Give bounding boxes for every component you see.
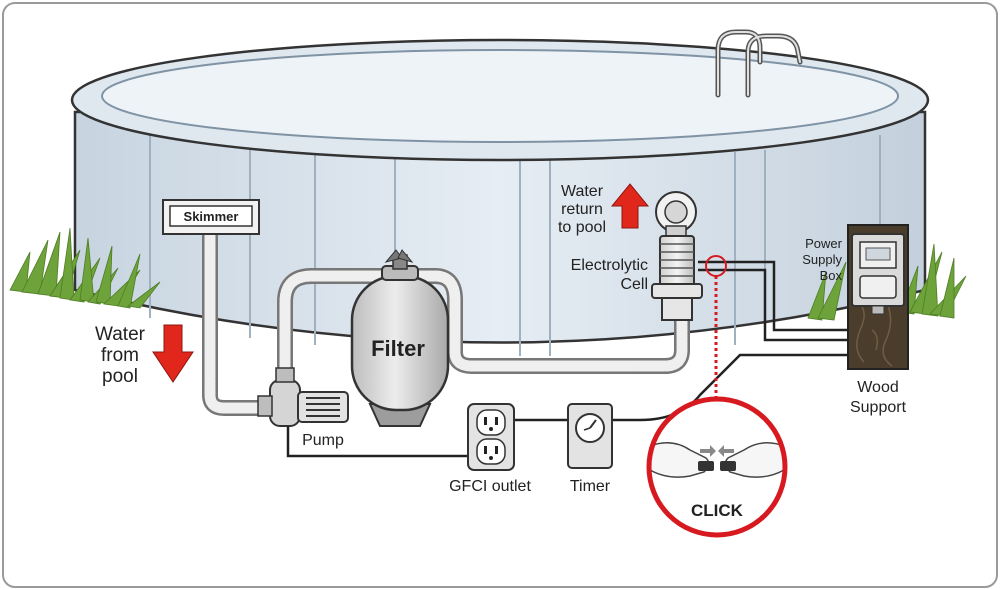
wood-support-line1: Wood	[857, 379, 899, 396]
timer-label: Timer	[570, 478, 611, 495]
timer: Timer	[567, 403, 613, 495]
water-return-line1: Water	[561, 183, 604, 200]
water-from-pool-line3: pool	[102, 366, 138, 387]
power-supply-line1: Power	[805, 236, 843, 251]
power-supply-box: Power Supply Box	[802, 233, 905, 315]
down-arrow-icon	[152, 324, 194, 383]
click-callout: CLICK	[646, 396, 788, 538]
water-from-pool-line2: from	[101, 345, 139, 366]
water-return-label: Water return to pool	[558, 183, 606, 236]
pump: Pump	[257, 367, 349, 449]
electrolytic-cell-line2: Cell	[620, 276, 648, 293]
water-return-line3: to pool	[558, 219, 606, 236]
water-from-pool-label: Water from pool	[95, 324, 146, 387]
grass-icon	[9, 227, 161, 309]
gfci-outlet: GFCI outlet	[449, 403, 531, 495]
hoses	[202, 224, 690, 416]
filter-label: Filter	[371, 336, 425, 361]
water-return-line2: return	[561, 201, 603, 218]
return-fitting	[655, 191, 697, 233]
click-label: CLICK	[691, 501, 744, 520]
pool-water	[101, 49, 899, 143]
gfci-outlet-label: GFCI outlet	[449, 478, 531, 495]
filter-tank: Filter	[350, 249, 450, 427]
electrolytic-cell: Electrolytic Cell	[571, 225, 703, 321]
up-arrow-icon	[610, 183, 650, 229]
pump-label: Pump	[302, 432, 344, 449]
skimmer-label: Skimmer	[184, 209, 239, 224]
skimmer: Skimmer	[162, 199, 260, 235]
power-supply-line2: Supply	[802, 252, 842, 267]
wood-support-line2: Support	[850, 399, 907, 416]
power-supply-line3: Box	[820, 268, 843, 283]
water-from-pool-line1: Water	[95, 324, 146, 345]
above-ground-pool	[70, 29, 930, 356]
electrolytic-cell-line1: Electrolytic	[571, 257, 648, 274]
